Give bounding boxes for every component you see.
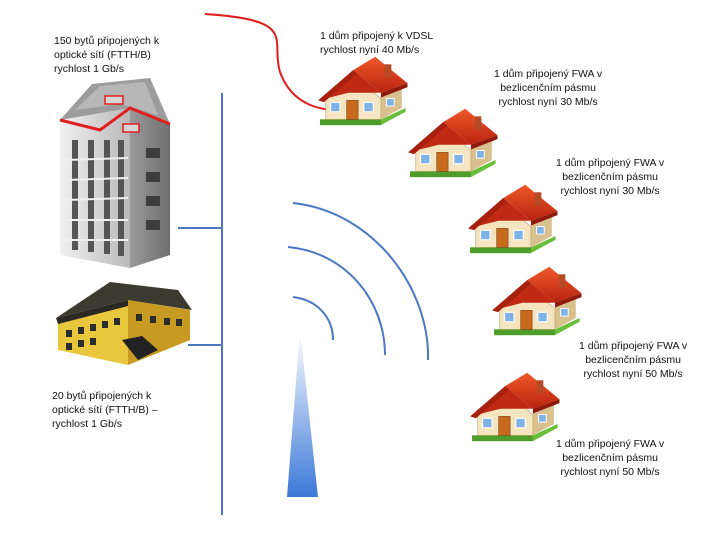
house-icon [317,56,409,126]
tower-label: 150 bytů připojených k optické sítí (FTT… [54,35,160,75]
house-fwa-label-1: 1 dům připojený FWA v bezlicenčním pásmu… [494,68,603,108]
apartment-tower-icon [59,78,171,268]
house-fwa-label-2: 1 dům připojený FWA v bezlicenčním pásmu… [556,157,665,197]
house-icon [469,372,561,442]
house-icon [467,184,559,254]
small-building-label: 20 bytů připojených k optické sítí (FTTH… [52,390,158,430]
house-vdsl-label: 1 dům připojený k VDSL rychlost nyní 40 … [320,30,434,56]
fiber-backbone [178,93,223,515]
house-icon [491,266,583,336]
radio-waves-icon [287,202,430,361]
antenna-mast-icon [287,330,318,497]
apartment-building-icon [56,282,192,365]
house-fwa-label-3: 1 dům připojený FWA v bezlicenčním pásmu… [579,340,688,380]
house-icon [407,108,499,178]
house-fwa-label-4: 1 dům připojený FWA v bezlicenčním pásmu… [556,438,665,478]
vdsl-cable [204,13,351,112]
